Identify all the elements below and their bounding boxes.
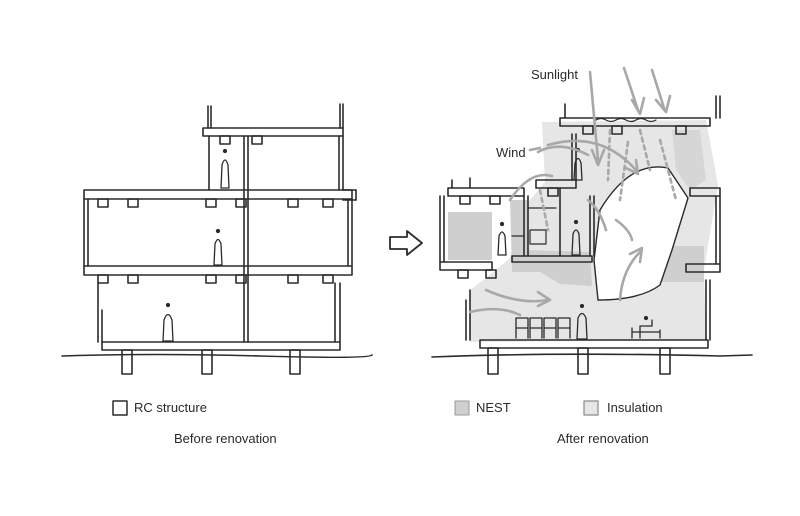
person-figure [576, 303, 588, 340]
insulation-swatch [583, 400, 599, 416]
caption-after: After renovation [557, 431, 649, 446]
person-figure [213, 228, 223, 266]
ground-line-left [61, 353, 373, 359]
ground-slab [101, 341, 341, 351]
sunlight-arrows [538, 66, 678, 232]
wind-label: Wind [496, 145, 526, 160]
nest-swatch [454, 400, 470, 416]
nest-zone [510, 200, 592, 286]
ground-line-right [431, 353, 753, 358]
transition-arrow [389, 230, 423, 256]
caption-before: Before renovation [174, 431, 277, 446]
person-figure [220, 148, 230, 189]
nest-zone [672, 130, 706, 190]
before-section [61, 103, 373, 375]
nest-zone [448, 212, 492, 260]
legend-insulation: Insulation [607, 400, 663, 415]
wind-arrows [468, 139, 644, 317]
after-section [431, 66, 753, 375]
top-slab [202, 127, 344, 137]
legend-rc-structure: RC structure [134, 400, 207, 415]
rc-structure-swatch [112, 400, 128, 416]
chairs [515, 317, 571, 339]
sunlight-label: Sunlight [531, 67, 578, 82]
legend-nest: NEST [476, 400, 511, 415]
slab-1 [83, 265, 353, 276]
person-figure [497, 221, 507, 256]
slab-2 [83, 189, 353, 200]
person-figure [571, 219, 581, 256]
person-figure [162, 302, 174, 342]
seated-person-figure [631, 315, 661, 339]
